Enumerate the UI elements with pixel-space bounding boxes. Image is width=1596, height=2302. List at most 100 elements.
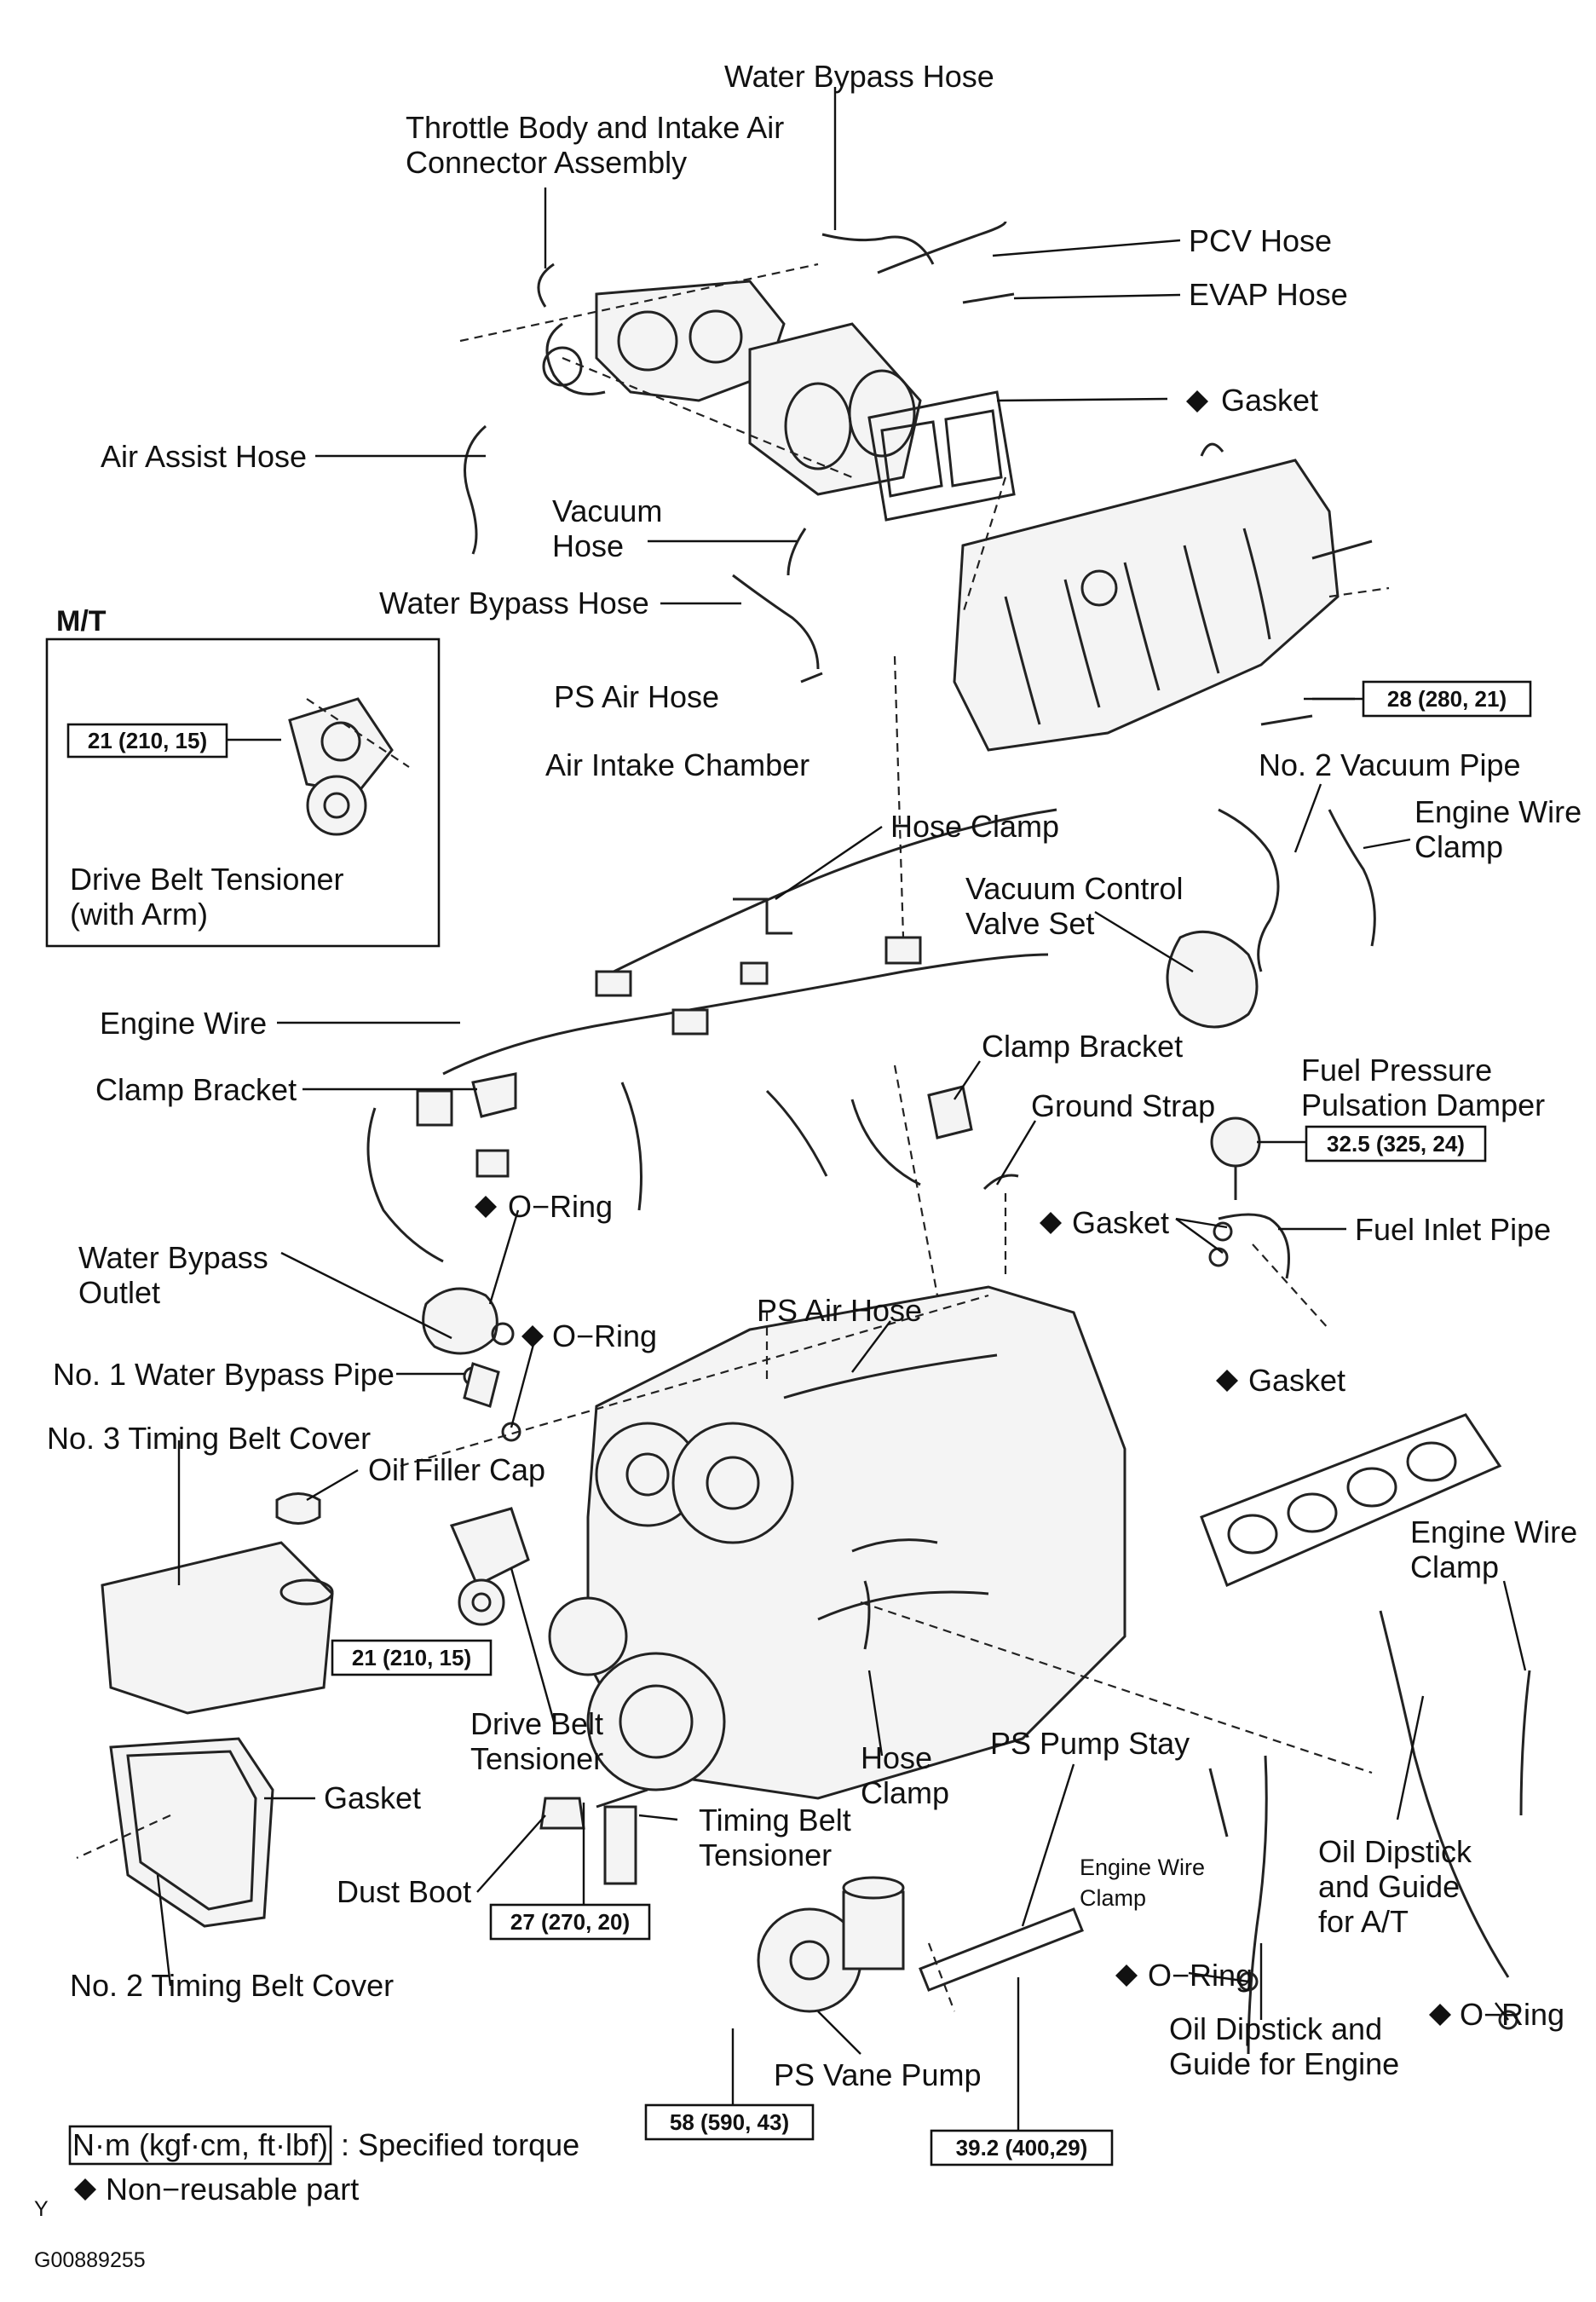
label-evap-hose: EVAP Hose <box>1189 277 1348 312</box>
label-o-ring-4: O−Ring <box>1460 1997 1564 2032</box>
hose-clamp-bottom-drawing <box>863 1580 871 1650</box>
label-air-assist-hose: Air Assist Hose <box>101 439 307 474</box>
label-engine-wire-clamp-right-line1: Engine Wire <box>1410 1514 1577 1549</box>
label-ps-pump-stay: PS Pump Stay <box>990 1726 1190 1761</box>
label-engine-wire-clamp-small-line2: Clamp <box>1080 1885 1146 1911</box>
label-clamp-bracket-left: Clamp Bracket <box>95 1072 297 1107</box>
mt-tensioner-drawing <box>288 697 394 836</box>
label-throttle-body-line2: Connector Assembly <box>406 145 687 180</box>
water-bypass-hose-top-drawing <box>821 233 935 265</box>
label-clamp-bracket-right: Clamp Bracket <box>982 1029 1183 1064</box>
fuel-damper-drawing <box>1210 1116 1261 1200</box>
oil-filler-cap-drawing <box>275 1492 321 1525</box>
legend-torque-box <box>68 2125 332 2166</box>
hose-clamp-top-drawing <box>733 897 792 935</box>
diamond-icon <box>521 1325 544 1347</box>
label-engine-wire-clamp-top-line2: Clamp <box>1415 829 1503 864</box>
part-labels: Water Bypass Hose Throttle Body and Inta… <box>47 59 1582 2092</box>
label-o-ring-1: O−Ring <box>508 1189 613 1224</box>
label-no2-vacuum-pipe: No. 2 Vacuum Pipe <box>1259 747 1521 782</box>
label-fuel-inlet-pipe: Fuel Inlet Pipe <box>1355 1212 1551 1247</box>
intake-bolt-drawing <box>1260 714 1313 726</box>
label-oil-dipstick-at-line1: Oil Dipstick <box>1318 1834 1472 1869</box>
ps-air-hose-top-drawing <box>800 672 823 684</box>
water-bypass-hose-mid-drawing <box>732 574 820 670</box>
label-timing-belt-tensioner-line2: Tensioner <box>699 1838 832 1872</box>
label-hose-clamp-bottom-line2: Clamp <box>861 1775 949 1810</box>
label-vacuum-hose-line1: Vacuum <box>552 493 662 528</box>
fuel-inlet-pipe-drawing <box>1218 1213 1290 1279</box>
mt-inset-title: M/T <box>56 605 107 638</box>
label-water-bypass-hose-top: Water Bypass Hose <box>724 59 994 94</box>
parts-artwork <box>45 221 1531 2055</box>
label-water-bypass-hose-mid: Water Bypass Hose <box>379 586 649 620</box>
label-hose-clamp-top: Hose Clamp <box>890 809 1059 844</box>
label-o-ring-3: O−Ring <box>1148 1958 1253 1993</box>
corner-mark: Y <box>34 2197 49 2221</box>
diamond-icon <box>1429 2004 1451 2026</box>
label-hose-clamp-bottom-line1: Hose <box>861 1740 932 1775</box>
label-engine-wire-clamp-right-line2: Clamp <box>1410 1549 1499 1584</box>
air-intake-chamber-drawing <box>953 442 1340 752</box>
label-drive-belt-tensioner-arm-line1: Drive Belt Tensioner <box>70 862 344 897</box>
label-pcv-hose: PCV Hose <box>1189 223 1332 258</box>
torque-timing-tensioner: 27 (270, 20) <box>510 1909 630 1935</box>
label-oil-filler-cap: Oil Filler Cap <box>368 1452 545 1487</box>
diamond-icon <box>1040 1212 1062 1234</box>
legend: N·m (kgf·cm, ft·lbf) : Specified torque … <box>34 2125 579 2272</box>
engine-wire-harness-drawing <box>366 808 1057 1263</box>
drive-belt-tensioner-drawing <box>449 1507 530 1626</box>
no3-timing-cover-drawing <box>101 1541 334 1715</box>
mt-inset-frame <box>45 638 441 948</box>
fuel-gasket-1-drawing <box>1213 1221 1233 1242</box>
exhaust-gasket-drawing <box>1200 1413 1502 1588</box>
label-ps-air-hose-mid: PS Air Hose <box>757 1293 922 1328</box>
pcv-hose-drawing <box>877 221 1007 274</box>
torque-pump-stay: 39.2 (400,29) <box>956 2135 1088 2161</box>
label-oil-dipstick-at-line2: and Guide <box>1318 1869 1460 1904</box>
torque-box-vane-pump <box>644 2103 815 2141</box>
engine-wire-clamp-right-drawing <box>1519 1670 1531 1816</box>
vacuum-control-valve-drawing <box>1166 808 1376 1029</box>
label-drive-belt-tensioner-arm-line2: (with Arm) <box>70 897 208 932</box>
top-gasket-drawing <box>867 390 1016 522</box>
label-timing-belt-tensioner-line1: Timing Belt <box>699 1803 851 1838</box>
label-water-bypass-outlet-line1: Water Bypass <box>78 1240 268 1275</box>
diamond-icon <box>1216 1370 1238 1392</box>
label-ground-strap: Ground Strap <box>1031 1088 1215 1123</box>
torque-specs: 28 (280, 21) 21 (210, 15) 32.5 (325, 24)… <box>66 680 1532 2166</box>
torque-box-intake <box>1362 680 1532 718</box>
label-vacuum-hose-line2: Hose <box>552 528 624 563</box>
label-gasket-cover: Gasket <box>324 1780 421 1815</box>
legend-torque-unit: N·m (kgf·cm, ft·lbf) <box>72 2127 328 2162</box>
label-gasket-top: Gasket <box>1221 383 1318 418</box>
figure-id: G00889255 <box>34 2248 146 2272</box>
label-engine-wire-clamp-top-line1: Engine Wire <box>1415 794 1582 829</box>
engine-wire-clamp-small-drawing <box>1208 1768 1229 1838</box>
label-gasket-exhaust: Gasket <box>1248 1363 1345 1398</box>
engine-block-drawing <box>548 1285 1126 1800</box>
evap-hose-drawing <box>962 292 1015 304</box>
torque-box-belt-tensioner <box>331 1639 493 1676</box>
fuel-gasket-2-drawing <box>1208 1247 1229 1267</box>
label-no1-water-bypass-pipe: No. 1 Water Bypass Pipe <box>53 1357 395 1392</box>
torque-box-timing-tensioner <box>489 1903 651 1941</box>
ps-pump-stay-drawing <box>919 1907 1084 1992</box>
torque-fuel-damper: 32.5 (325, 24) <box>1327 1131 1465 1157</box>
label-throttle-body-line1: Throttle Body and Intake Air <box>406 110 784 145</box>
label-gasket-mid: Gasket <box>1072 1205 1169 1240</box>
intake-air-connector-drawing <box>748 322 922 496</box>
dust-boot-drawing <box>539 1797 585 1830</box>
clamp-bracket-right-drawing <box>927 1085 973 1139</box>
torque-box-pump-stay <box>930 2129 1114 2166</box>
label-drive-belt-tensioner-line1: Drive Belt <box>470 1706 603 1741</box>
o-ring-engine-dipstick-drawing <box>1238 1971 1259 1992</box>
label-drive-belt-tensioner-line2: Tensioner <box>470 1741 603 1776</box>
no2-timing-cover-drawing <box>109 1737 274 1928</box>
diamond-icon <box>74 2178 96 2201</box>
label-ps-air-hose-top: PS Air Hose <box>554 679 719 714</box>
torque-intake: 28 (280, 21) <box>1387 686 1507 712</box>
throttle-body-drawing <box>537 263 786 402</box>
label-o-ring-2: O−Ring <box>552 1318 657 1353</box>
timing-belt-tensioner-drawing <box>596 1788 648 1885</box>
